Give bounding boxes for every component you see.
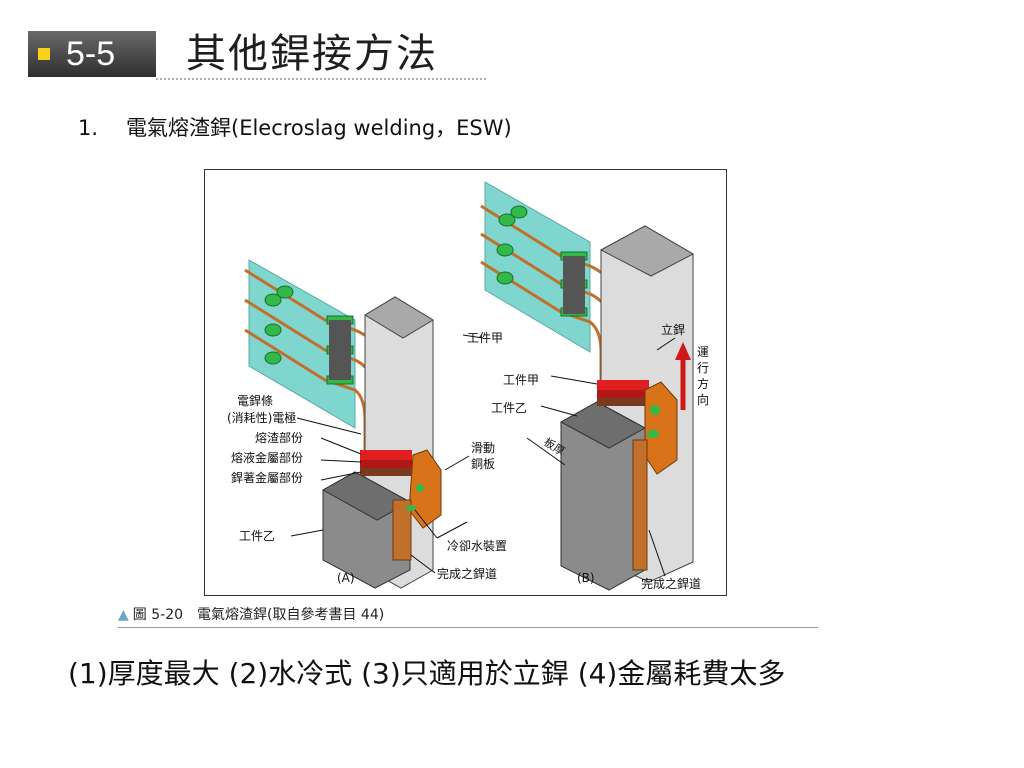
slag-layer-a (360, 450, 412, 460)
list-item: 1. 電氣熔渣銲(Elecroslag welding，ESW) (78, 114, 512, 142)
label-panel-b: (B) (577, 571, 595, 585)
electrode-holder-a (329, 320, 351, 380)
label-electrode-2: (消耗性)電極 (227, 410, 296, 425)
bullet-square-icon (38, 48, 50, 60)
slag-layer-b (597, 380, 649, 390)
title-underline (156, 78, 486, 80)
label-cooling: 冷卻水裝置 (447, 539, 507, 553)
label-deposit-metal: 銲著金屬部份 (231, 470, 303, 485)
section-number: 5-5 (66, 35, 116, 73)
page-title: 其他銲接方法 (186, 31, 438, 77)
label-sliding-plate-1: 滑動 (471, 441, 495, 455)
label-finished-bead-right: 完成之銲道 (641, 576, 701, 591)
label-direction-1: 運 (697, 345, 709, 359)
label-panel-a: (A) (337, 571, 355, 585)
label-molten-metal: 熔液金屬部份 (231, 450, 303, 465)
section-badge: 5-5 (28, 31, 156, 77)
label-workpiece-b-right: 工件乙 (491, 401, 527, 415)
electrode-holder-b (563, 256, 585, 314)
label-sliding-plate-2: 銅板 (471, 457, 495, 471)
list-item-number: 1. (78, 116, 99, 140)
triangle-icon: ▲ (118, 607, 129, 623)
label-slag: 熔渣部份 (255, 430, 303, 445)
copper-shoe-a (408, 449, 442, 529)
list-item-text: 電氣熔渣銲(Elecroslag welding，ESW) (126, 116, 512, 140)
figure-caption: ▲圖 5-20 電氣熔渣銲(取自參考書目 44) (118, 606, 384, 624)
summary-text: (1)厚度最大 (2)水冷式 (3)只適用於立銲 (4)金屬耗費太多 (68, 657, 786, 690)
caption-text: 圖 5-20 電氣熔渣銲(取自參考書目 44) (132, 607, 385, 623)
label-finished-bead-left: 完成之銲道 (437, 566, 497, 581)
label-direction-3: 方 (697, 376, 709, 391)
label-direction-2: 行 (697, 361, 709, 375)
copper-shoe-b (644, 381, 678, 475)
label-workpiece-a-right: 工件甲 (503, 373, 539, 387)
esw-diagram: 工件甲 電銲條 (消耗性)電極 熔渣部份 熔液金屬部份 銲著金屬部份 滑動 銅板… (227, 181, 709, 591)
label-workpiece-b-left: 工件乙 (239, 529, 275, 543)
label-direction-4: 向 (697, 392, 709, 407)
label-electrode-1: 電銲條 (237, 394, 273, 408)
label-vertical-weld: 立銲 (661, 322, 685, 337)
caption-divider (118, 627, 818, 628)
esw-figure: 工件甲 電銲條 (消耗性)電極 熔渣部份 熔液金屬部份 銲著金屬部份 滑動 銅板… (204, 169, 727, 596)
label-workpiece-a-left: 工件甲 (467, 331, 503, 345)
